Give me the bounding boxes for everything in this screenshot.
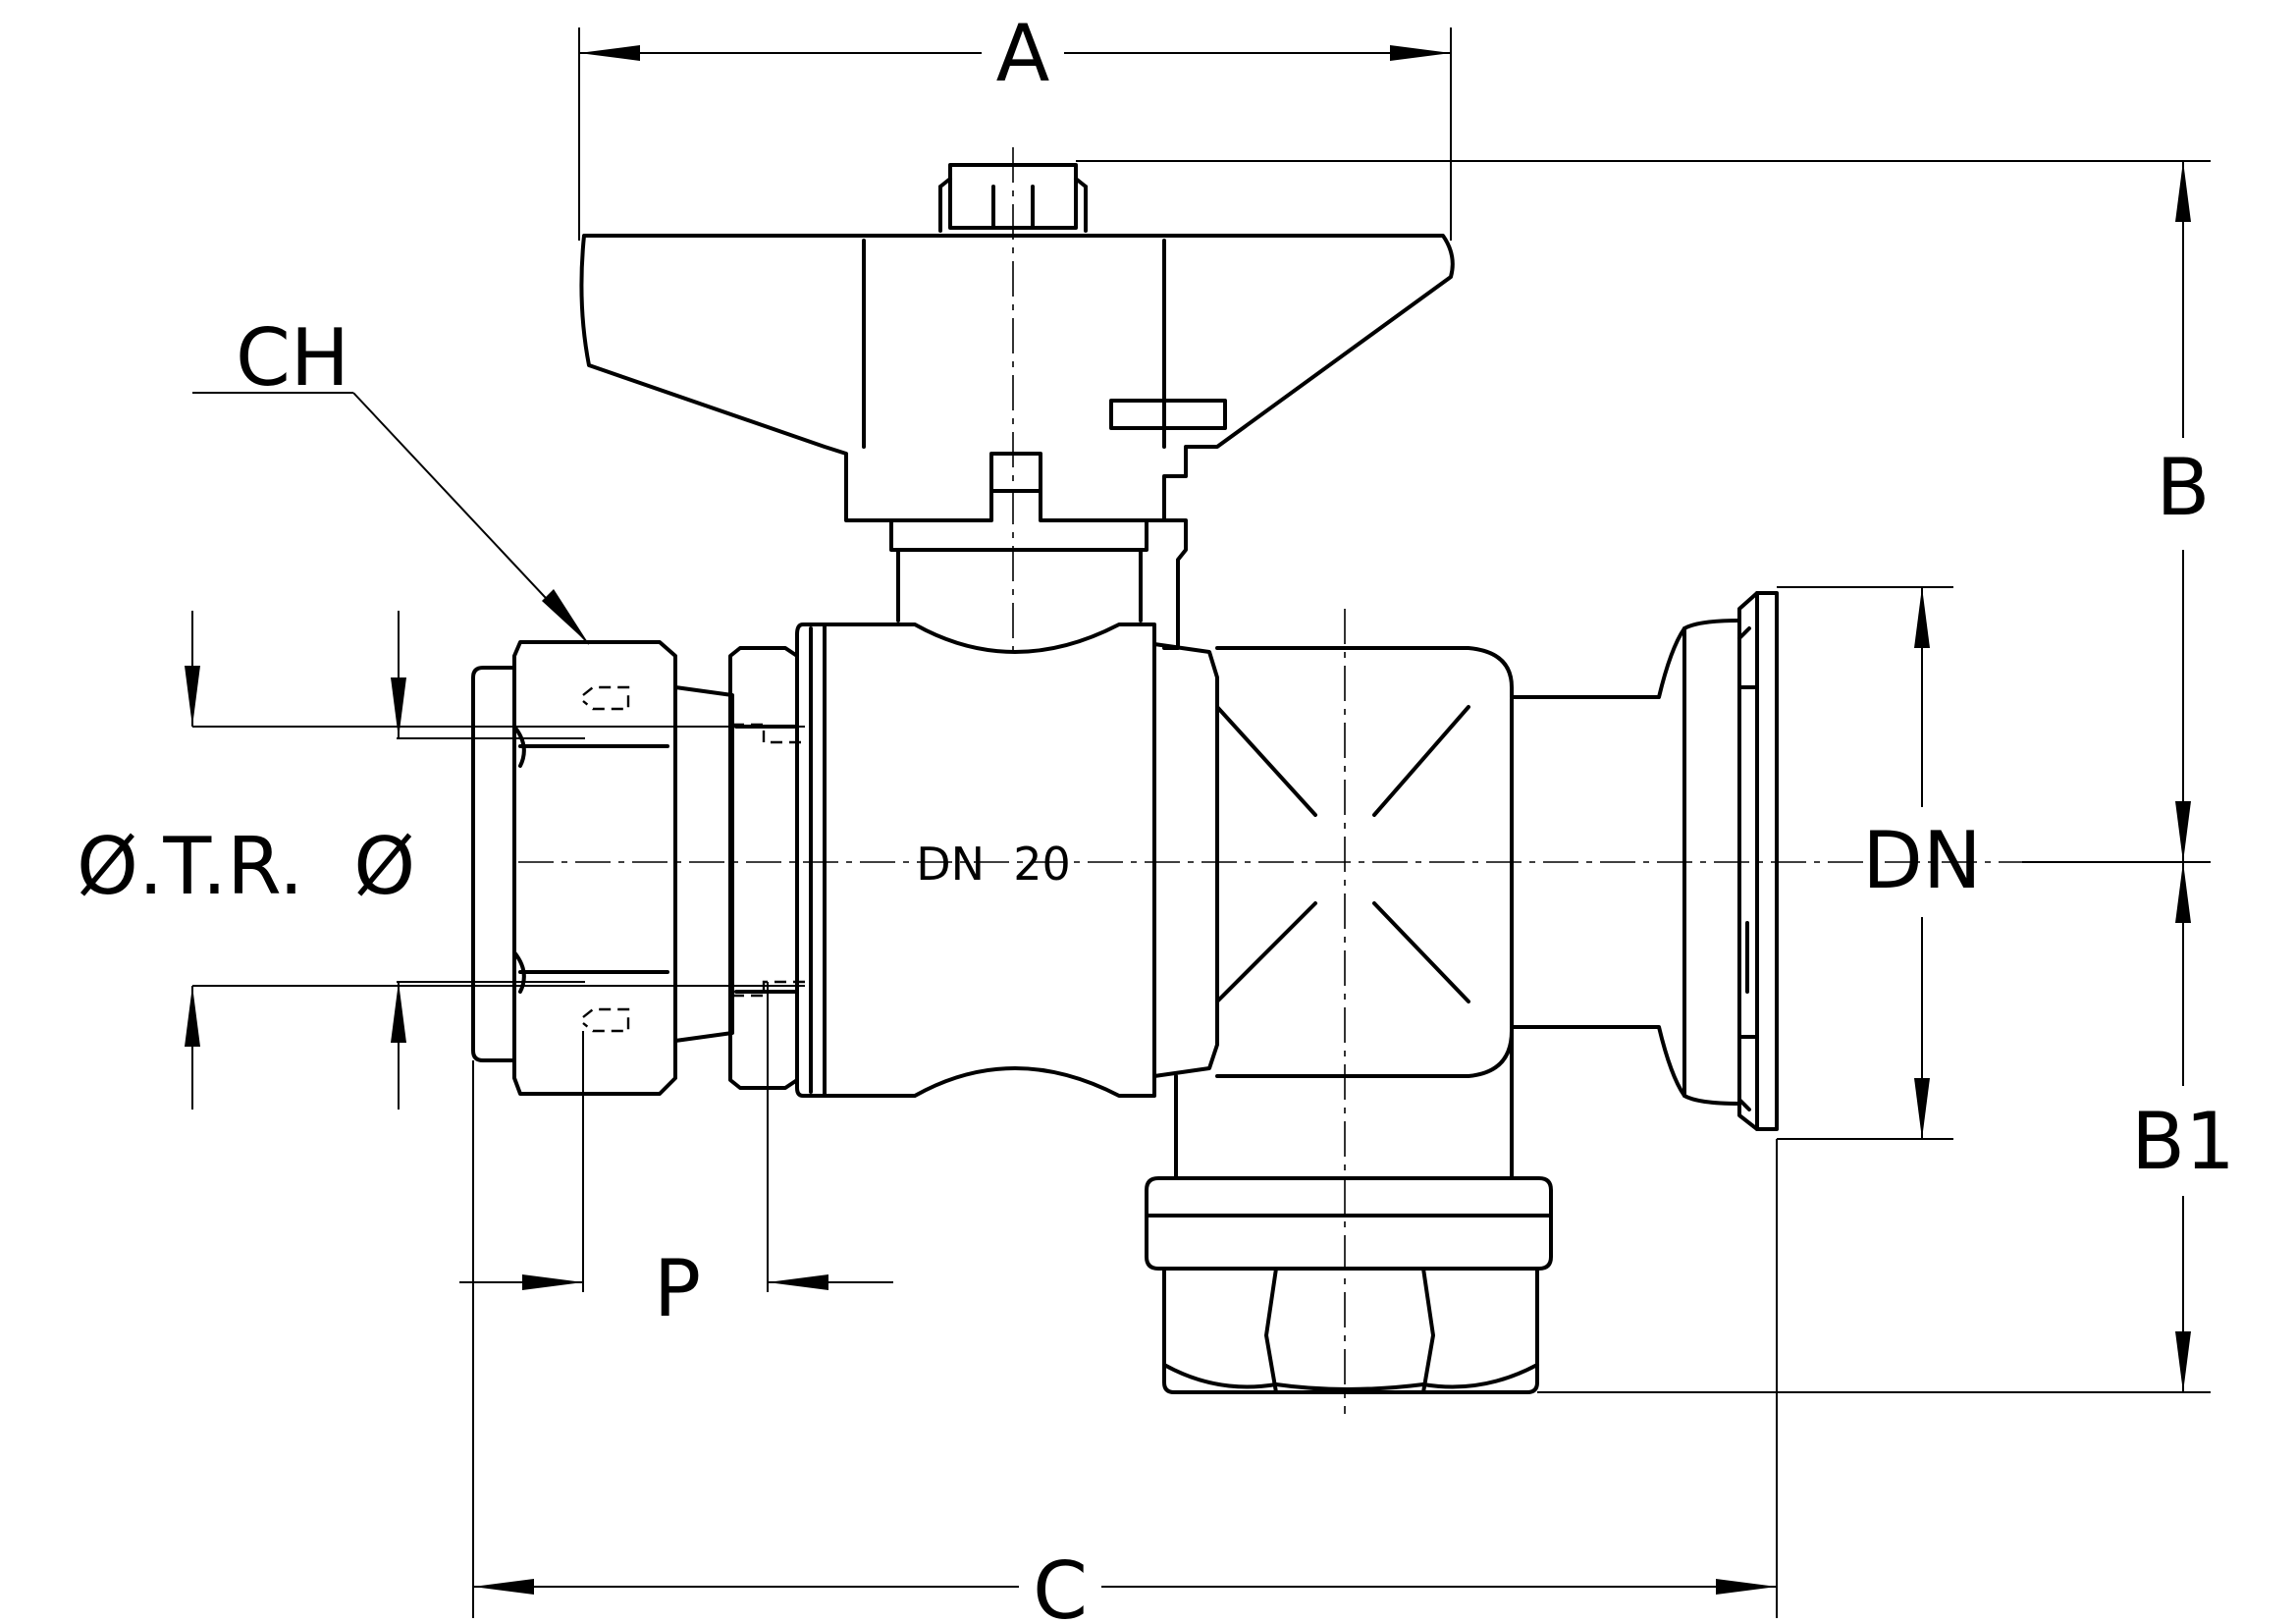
center-lines <box>518 147 2042 1414</box>
label-b1: B1 <box>2131 1096 2235 1187</box>
label-b: B <box>2157 442 2211 533</box>
label-ch: CH <box>236 312 349 404</box>
label-a: A <box>996 8 1050 99</box>
body-marking: DN 20 <box>916 838 1071 891</box>
label-otr: Ø.T.R. Ø <box>77 821 415 912</box>
compression-nut <box>471 640 805 1096</box>
valve-body <box>795 591 1779 1394</box>
dimension-labels: A B B1 C CH DN P Ø.T.R. Ø DN 20 <box>77 8 2235 1624</box>
dimension-lines <box>185 27 2211 1618</box>
label-c: C <box>1033 1545 1088 1624</box>
label-dn: DN <box>1862 815 1981 906</box>
label-p: P <box>654 1243 701 1334</box>
butterfly-handle <box>579 163 1455 650</box>
